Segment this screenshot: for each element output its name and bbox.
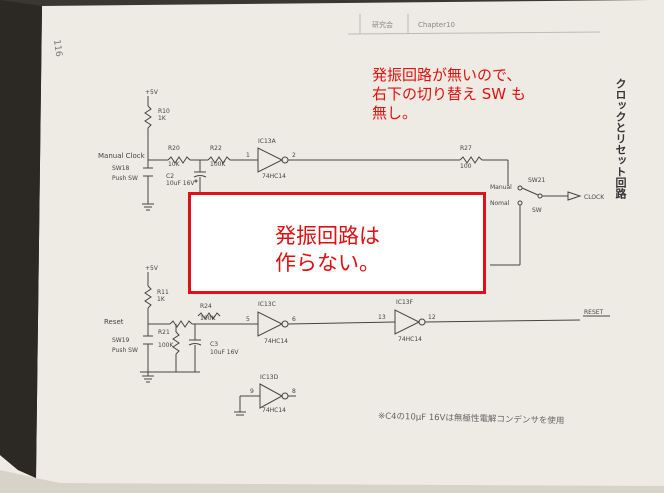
annotation-line-1: 発振回路が無いので、: [372, 66, 522, 84]
side-title: クロックとリセット回路: [614, 78, 627, 199]
sw-label: SW: [532, 207, 542, 214]
r24-value: 100K: [200, 315, 216, 322]
push-sw-label-1: Push SW: [112, 175, 138, 182]
vcc-label: +5V: [145, 89, 159, 96]
clock-label: CLOCK: [584, 194, 605, 201]
r21-value: 100K: [158, 342, 174, 349]
header-tab-label: Chapter10: [418, 21, 455, 29]
page-edge: [0, 470, 664, 493]
reset-label: Reset: [104, 318, 124, 326]
c2-label: C2: [166, 173, 174, 180]
binding-shadow: [0, 0, 42, 478]
callout-box: 発振回路は 作らない。: [188, 192, 486, 294]
pin13-label: 13: [378, 314, 386, 321]
manual-label: Manual: [490, 184, 512, 191]
ic13f-part: 74HC14: [398, 336, 422, 343]
r10-value: 1K: [158, 115, 167, 122]
pin8-label: 8: [292, 388, 296, 395]
c2-value: 10uF 16V: [166, 180, 195, 187]
callout-line-1: 発振回路は: [275, 224, 380, 248]
schematic-wires: [140, 96, 610, 416]
callout-text: 発振回路は 作らない。: [275, 223, 380, 277]
r11-label: R11: [157, 289, 169, 296]
header-tab: 研究会 Chapter10: [347, 14, 601, 35]
r22-value: 100K: [210, 161, 226, 168]
r27-label: R27: [460, 145, 472, 152]
r10-label: R10: [158, 108, 170, 115]
schematic-labels: +5V R10 1K Manual Clock SW18 Push SW R20…: [98, 89, 605, 414]
annotation-line-3: 無し。: [372, 104, 418, 122]
ic13c-part: 74HC14: [264, 338, 288, 345]
pin5-label: 5: [246, 316, 250, 323]
ic13f-label: IC13F: [396, 299, 414, 306]
pin9-label: 9: [250, 388, 254, 395]
push-sw-label-2: Push SW: [112, 347, 138, 354]
annotation-top: 発振回路が無いので、 右下の切り替え SW も 無し。: [372, 66, 602, 123]
normal-label: Nomal: [490, 200, 510, 207]
ink-spot: [194, 179, 198, 183]
sw21-label: SW21: [528, 177, 546, 184]
pin2-label: 2: [292, 152, 296, 159]
pin1-label: 1: [246, 152, 250, 159]
sw18-label: SW18: [112, 165, 130, 172]
r21-label: R21: [158, 329, 170, 336]
reset-out-label: RESET: [584, 309, 604, 316]
r20-label: R20: [168, 145, 180, 152]
c3-label: C3: [210, 341, 218, 348]
pin6-label: 6: [292, 316, 296, 323]
c3-value: 10uF 16V: [210, 349, 239, 356]
ic13d-part: 74HC14: [262, 407, 286, 414]
r11-value: 1K: [157, 296, 166, 303]
r27-value: 100: [460, 163, 472, 170]
r22-label: R22: [210, 145, 222, 152]
ic13d-label: IC13D: [260, 374, 279, 381]
manual-clock-label: Manual Clock: [98, 152, 146, 160]
pin12-label: 12: [428, 314, 436, 321]
header-tab-left: 研究会: [372, 20, 393, 29]
annotation-line-2: 右下の切り替え SW も: [372, 85, 526, 103]
vcc-label-2: +5V: [145, 265, 159, 272]
ic13a-label: IC13A: [258, 138, 277, 145]
r24-label: R24: [200, 303, 212, 310]
sw19-label: SW19: [112, 337, 130, 344]
ic13a-part: 74HC14: [262, 173, 286, 180]
callout-line-2: 作らない。: [275, 251, 380, 275]
ic13c-label: IC13C: [258, 301, 276, 308]
r20-value: 10K: [168, 161, 181, 168]
page-number: 116: [51, 39, 63, 58]
